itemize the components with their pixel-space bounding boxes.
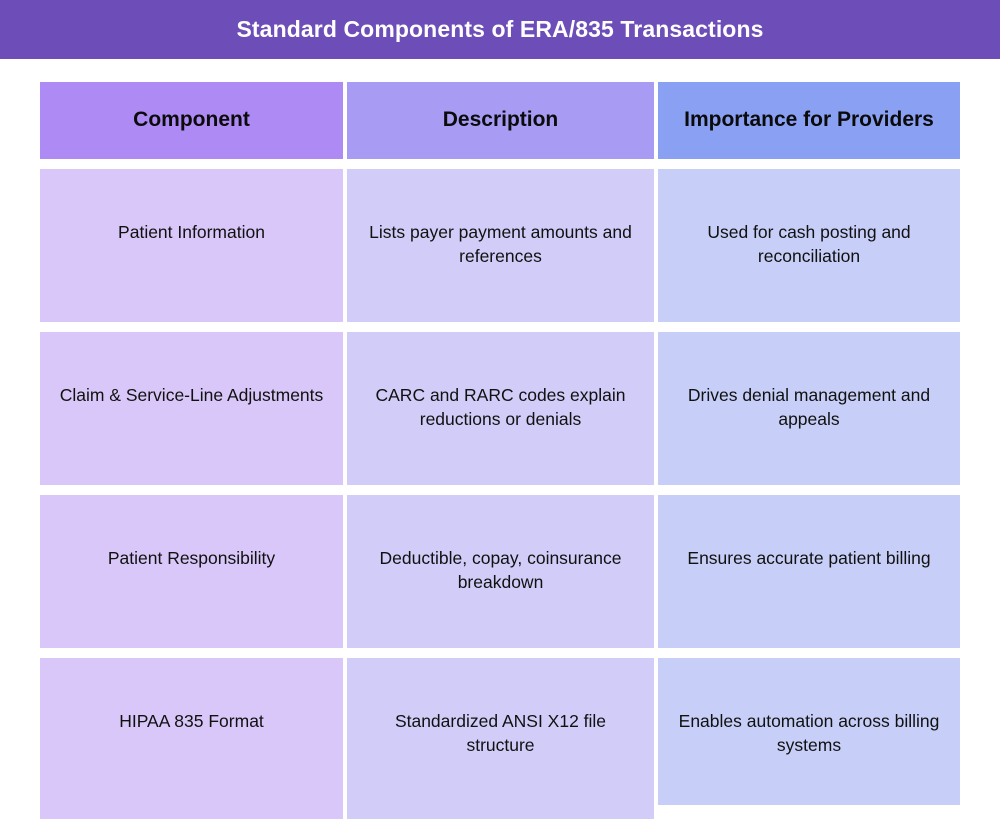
cell-description-text: Lists payer payment amounts and referenc… bbox=[369, 222, 632, 266]
cell-component: Patient Information bbox=[40, 169, 343, 322]
cell-component-text: Patient Information bbox=[118, 222, 265, 242]
cell-description: CARC and RARC codes explain reductions o… bbox=[347, 332, 654, 485]
cell-importance-text: Enables automation across billing system… bbox=[678, 711, 940, 755]
cell-description: Standardized ANSI X12 file structure bbox=[347, 658, 654, 819]
cell-importance-text: Ensures accurate patient billing bbox=[687, 548, 931, 568]
cell-importance: Ensures accurate patient billing bbox=[658, 495, 960, 648]
components-table: Component Description Importance for Pro… bbox=[40, 82, 960, 819]
cell-importance-text: Used for cash posting and reconciliation bbox=[707, 222, 911, 266]
title-banner: Standard Components of ERA/835 Transacti… bbox=[0, 0, 1000, 59]
column-header-component-label: Component bbox=[133, 108, 250, 132]
page-title: Standard Components of ERA/835 Transacti… bbox=[236, 16, 764, 42]
cell-component-text: Claim & Service-Line Adjustments bbox=[59, 385, 324, 405]
cell-importance-text: Drives denial management and appeals bbox=[687, 385, 931, 429]
table-row: Patient Information Lists payer payment … bbox=[40, 169, 960, 322]
cell-component: Patient Responsibility bbox=[40, 495, 343, 648]
cell-importance: Enables automation across billing system… bbox=[658, 658, 960, 805]
cell-importance: Used for cash posting and reconciliation bbox=[658, 169, 960, 322]
cell-component: HIPAA 835 Format bbox=[40, 658, 343, 819]
cell-component: Claim & Service-Line Adjustments bbox=[40, 332, 343, 485]
column-header-description-label: Description bbox=[442, 108, 559, 132]
column-header-component: Component bbox=[40, 82, 343, 159]
table-header-row: Component Description Importance for Pro… bbox=[40, 82, 960, 159]
cell-importance: Drives denial management and appeals bbox=[658, 332, 960, 485]
cell-description: Deductible, copay, coinsurance breakdown bbox=[347, 495, 654, 648]
column-header-description: Description bbox=[347, 82, 654, 159]
cell-description-text: Standardized ANSI X12 file structure bbox=[394, 711, 607, 755]
table-row: Claim & Service-Line Adjustments CARC an… bbox=[40, 332, 960, 485]
column-header-importance-label: Importance for Providers bbox=[684, 108, 934, 132]
table-row: HIPAA 835 Format Standardized ANSI X12 f… bbox=[40, 658, 960, 819]
cell-description: Lists payer payment amounts and referenc… bbox=[347, 169, 654, 322]
table-row: Patient Responsibility Deductible, copay… bbox=[40, 495, 960, 648]
cell-description-text: Deductible, copay, coinsurance breakdown bbox=[379, 548, 622, 592]
cell-description-text: CARC and RARC codes explain reductions o… bbox=[375, 385, 626, 429]
column-header-importance: Importance for Providers bbox=[658, 82, 960, 159]
cell-component-text: Patient Responsibility bbox=[107, 548, 276, 568]
cell-component-text: HIPAA 835 Format bbox=[119, 711, 264, 731]
